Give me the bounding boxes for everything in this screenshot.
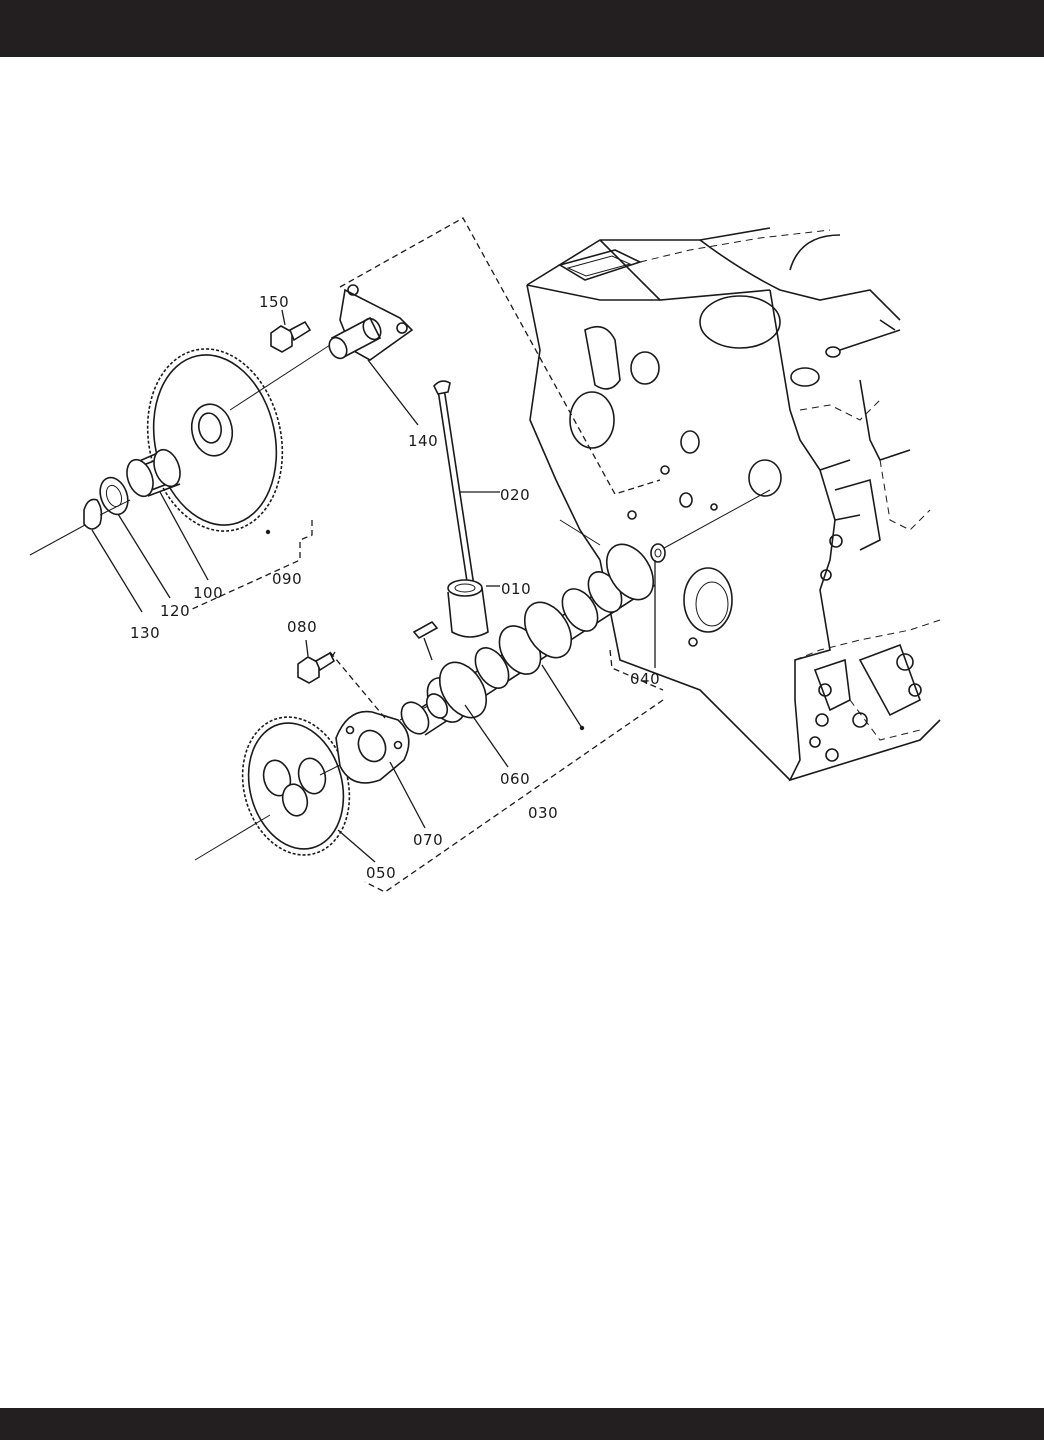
label-140: 140	[408, 432, 438, 450]
idle-gear-shaft	[326, 285, 412, 361]
label-010: 010	[501, 580, 531, 598]
circlip	[84, 499, 101, 529]
label-070: 070	[413, 831, 443, 849]
bolt-150	[271, 322, 310, 352]
label-020: 020	[500, 486, 530, 504]
label-030: 030	[528, 804, 558, 822]
idle-gear	[131, 336, 298, 543]
bolt-080	[298, 653, 334, 683]
engine-block	[527, 228, 940, 780]
tappet-pushrod	[434, 381, 488, 637]
label-040: 040	[630, 670, 660, 688]
label-150: 150	[259, 293, 289, 311]
label-100: 100	[193, 584, 223, 602]
label-080: 080	[287, 618, 317, 636]
label-090: 090	[272, 570, 302, 588]
label-120: 120	[160, 602, 190, 620]
label-130: 130	[130, 624, 160, 642]
camshaft-stopper-plate	[336, 712, 409, 783]
label-050: 050	[366, 864, 396, 882]
plug-040	[651, 544, 665, 562]
label-060: 060	[500, 770, 530, 788]
